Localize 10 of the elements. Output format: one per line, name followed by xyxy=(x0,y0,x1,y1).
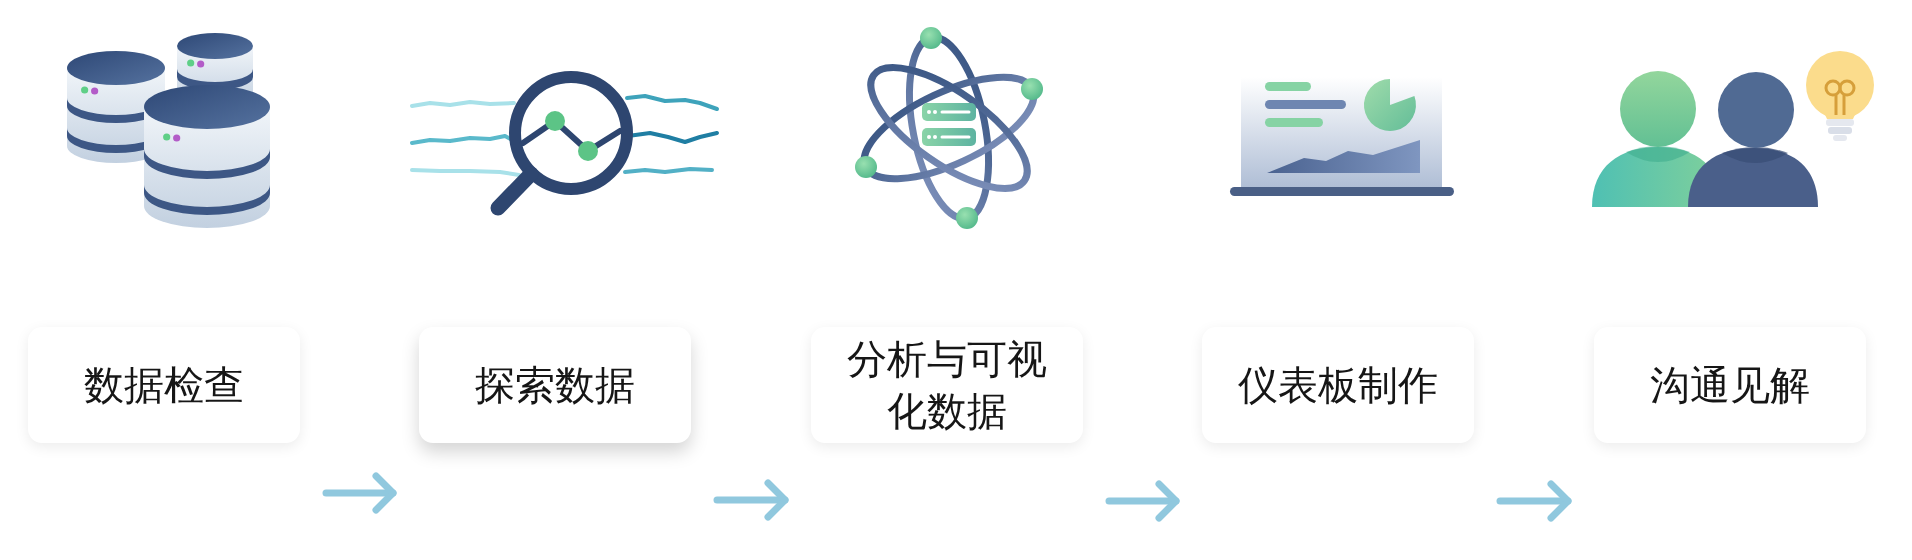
step-label: 数据检查 xyxy=(84,361,244,410)
step-label: 探索数据 xyxy=(475,361,635,410)
arrow xyxy=(1105,480,1180,522)
step-label: 仪表板制作 xyxy=(1238,361,1438,410)
arrow xyxy=(713,479,789,521)
arrow xyxy=(322,472,397,514)
process-card xyxy=(419,327,691,443)
arrow xyxy=(1496,480,1572,522)
step-label: 沟通见解 xyxy=(1650,361,1810,410)
step-label: 分析与可视化数据 xyxy=(846,335,1048,436)
